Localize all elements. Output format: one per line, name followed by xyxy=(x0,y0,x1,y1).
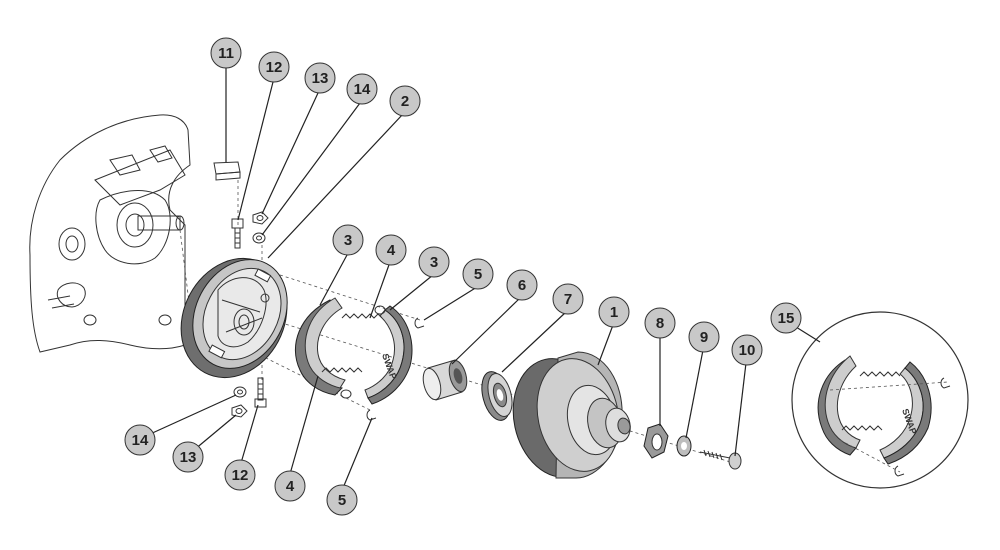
callout-9-label: 9 xyxy=(700,329,708,346)
callout-9: 9 xyxy=(688,321,720,353)
part-key xyxy=(213,161,241,181)
callout-14-bottom: 14 xyxy=(124,424,156,456)
callout-12-top: 12 xyxy=(258,51,290,83)
part-bushing xyxy=(422,359,468,401)
leader-lines xyxy=(147,67,821,489)
part-bolt-bottom xyxy=(254,377,267,408)
callout-3-left: 3 xyxy=(332,224,364,256)
callout-4-top-label: 4 xyxy=(387,242,396,259)
callout-11-label: 11 xyxy=(218,45,234,62)
part-shoe-kit-inset: SWAP xyxy=(791,311,969,489)
callout-12-bottom-label: 12 xyxy=(232,467,249,484)
part-bearing xyxy=(481,371,513,421)
callout-6: 6 xyxy=(506,269,538,301)
part-hub-bolt xyxy=(699,449,742,470)
callout-5-bottom: 5 xyxy=(326,484,358,516)
callout-6-label: 6 xyxy=(518,277,526,294)
callout-1-label: 1 xyxy=(610,304,618,321)
callout-3-right: 3 xyxy=(418,246,450,278)
callout-5-top-label: 5 xyxy=(474,266,482,283)
part-clip-top xyxy=(414,317,425,329)
callout-3-left-label: 3 xyxy=(344,232,352,249)
callout-13-bottom: 13 xyxy=(172,441,204,473)
part-hub-nut xyxy=(643,423,669,459)
part-backing-plate xyxy=(180,257,288,379)
callout-13-top-label: 13 xyxy=(312,70,329,87)
callout-13-top: 13 xyxy=(304,62,336,94)
callout-12-top-label: 12 xyxy=(266,59,283,76)
callout-14-top: 14 xyxy=(346,73,378,105)
callout-14-bottom-label: 14 xyxy=(132,432,149,449)
callout-10-label: 10 xyxy=(739,342,756,359)
callout-15-label: 15 xyxy=(778,310,795,327)
engine-case xyxy=(29,114,191,353)
part-bolt-top xyxy=(231,218,244,249)
callout-5-top: 5 xyxy=(462,258,494,290)
callout-2-label: 2 xyxy=(401,93,409,110)
callout-11: 11 xyxy=(210,37,242,69)
part-drum xyxy=(512,351,631,479)
callout-8: 8 xyxy=(644,307,676,339)
part-brake-shoes: SWAP xyxy=(295,297,413,405)
callout-5-bottom-label: 5 xyxy=(338,492,346,509)
callout-14-top-label: 14 xyxy=(354,81,371,98)
callout-1: 1 xyxy=(598,296,630,328)
callout-2: 2 xyxy=(389,85,421,117)
callout-8-label: 8 xyxy=(656,315,664,332)
part-hub-washer xyxy=(676,435,692,457)
callout-7: 7 xyxy=(552,283,584,315)
callout-10: 10 xyxy=(731,334,763,366)
callout-15: 15 xyxy=(770,302,802,334)
callout-7-label: 7 xyxy=(564,291,572,308)
callout-13-bottom-label: 13 xyxy=(180,449,197,466)
part-washer-top xyxy=(252,232,266,244)
part-clip-bottom xyxy=(366,409,377,421)
callout-3-right-label: 3 xyxy=(430,254,438,271)
part-nut-top xyxy=(252,211,269,225)
callout-4-top: 4 xyxy=(375,234,407,266)
callout-4-bottom: 4 xyxy=(274,470,306,502)
part-washer-bottom xyxy=(233,386,247,398)
callout-4-bottom-label: 4 xyxy=(286,478,295,495)
part-nut-bottom xyxy=(231,404,248,418)
callout-12-bottom: 12 xyxy=(224,459,256,491)
